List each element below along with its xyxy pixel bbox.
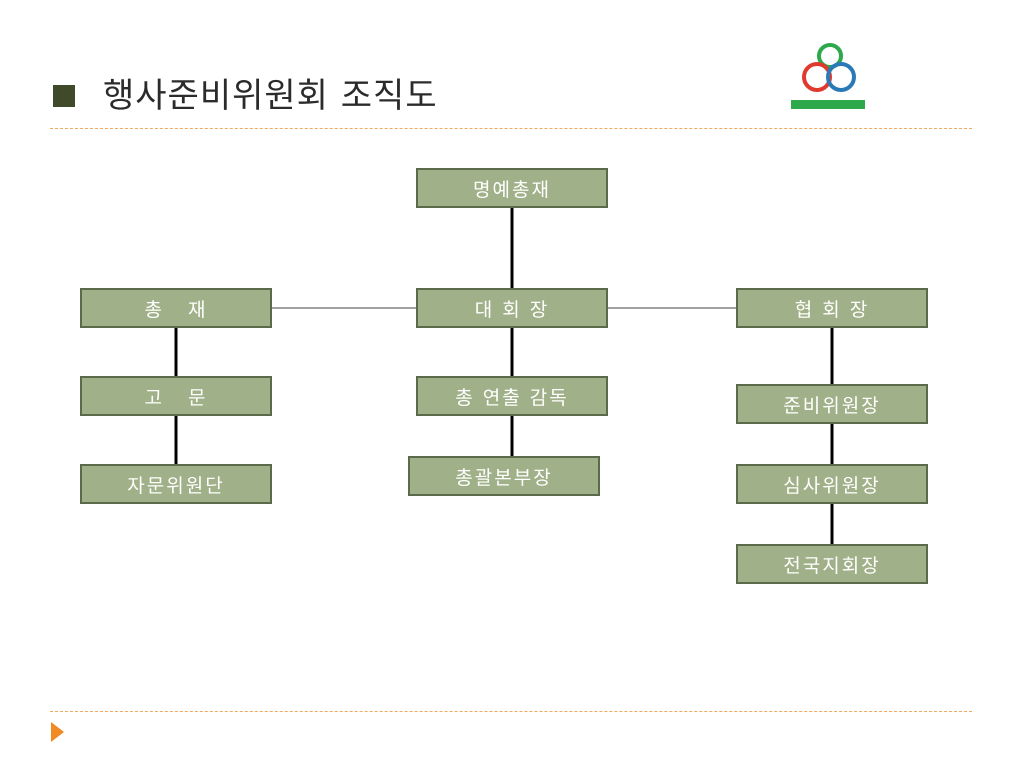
box-national-branch-head: 전국지회장	[736, 544, 928, 584]
page-title: 행사준비위원회 조직도	[103, 76, 438, 116]
box-advisor: 고 문	[80, 376, 272, 416]
box-honorary-president: 명예총재	[416, 168, 608, 208]
square-bullet-icon	[53, 85, 75, 107]
box-general-manager: 총괄본부장	[408, 456, 600, 496]
box-judging-committee-chair: 심사위원장	[736, 464, 928, 504]
box-general-director: 총 연출 감독	[416, 376, 608, 416]
box-association-head: 협 회 장	[736, 288, 928, 328]
footer-divider	[50, 711, 972, 712]
box-prep-committee-chair: 준비위원장	[736, 384, 928, 424]
three-ring-logo-icon	[791, 43, 865, 109]
triangle-right-icon[interactable]	[51, 722, 64, 742]
box-president: 총 재	[80, 288, 272, 328]
header-divider	[50, 128, 972, 129]
box-advisory-committee: 자문위원단	[80, 464, 272, 504]
box-chairman: 대 회 장	[416, 288, 608, 328]
